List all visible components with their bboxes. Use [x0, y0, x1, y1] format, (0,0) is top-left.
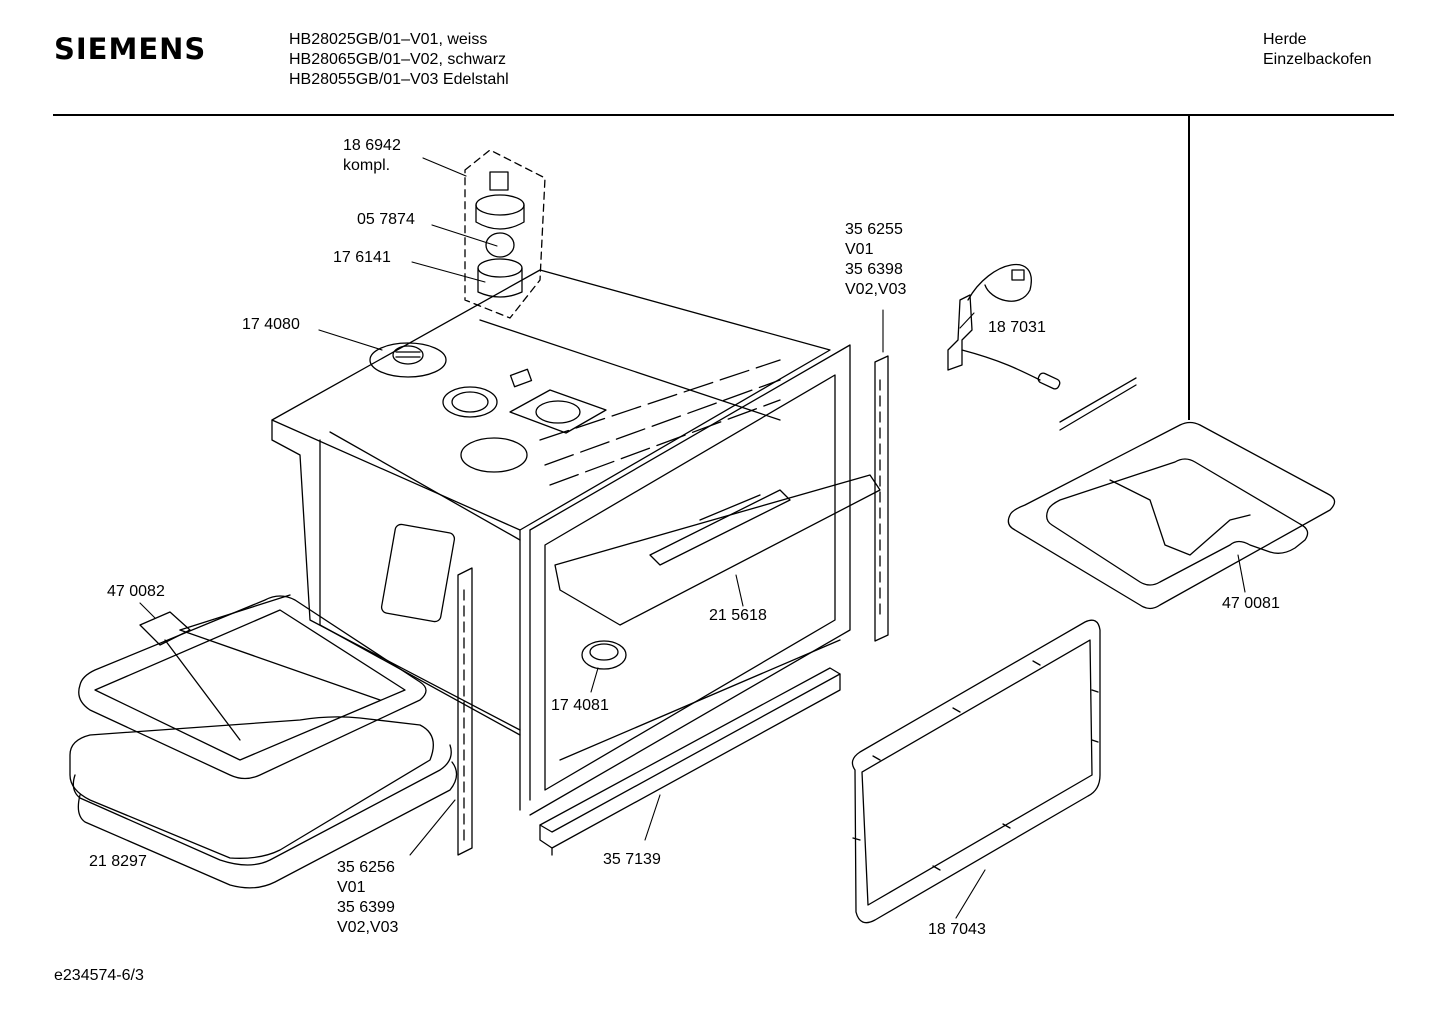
- part-label-187031: 18 7031: [988, 319, 1046, 336]
- part-label-186942: 18 6942 kompl.: [343, 136, 401, 176]
- part-label-057874: 05 7874: [357, 211, 415, 228]
- model-list: HB28025GB/01–V01, weiss HB28065GB/01–V02…: [289, 30, 509, 90]
- part-label-215618: 21 5618: [709, 607, 767, 624]
- part-label-356256: 35 6256 V01 35 6399 V02,V03: [337, 858, 398, 938]
- part-number: 35 6399: [337, 899, 395, 916]
- part-label-357139: 35 7139: [603, 851, 661, 868]
- temperature-sensor: [947, 263, 1061, 390]
- thermostat-assembly: [464, 149, 546, 319]
- category-line: Herde: [1263, 31, 1307, 48]
- model-line: HB28025GB/01–V01, weiss: [289, 31, 488, 48]
- part-label-187043: 18 7043: [928, 921, 986, 938]
- part-variant: V02,V03: [845, 281, 907, 298]
- top-heating-element: [1007, 377, 1336, 610]
- left-side-rail: [457, 567, 473, 856]
- door-seal: [851, 619, 1101, 924]
- model-line: HB28065GB/01–V02, schwarz: [289, 51, 507, 68]
- leader-lines: [139, 157, 1246, 919]
- part-number: 35 6398: [845, 261, 903, 278]
- oven-cavity: [271, 269, 881, 816]
- part-variant: V02,V03: [337, 919, 399, 936]
- appliance-category: Herde Einzelbackofen: [1263, 30, 1372, 70]
- part-number: 18 6942: [343, 137, 401, 154]
- part-number: 35 6256: [337, 859, 395, 876]
- part-label-356255: 35 6255 V01 35 6398 V02,V03: [845, 220, 906, 300]
- header-divider: [53, 114, 1394, 116]
- part-label-470082: 47 0082: [107, 583, 165, 600]
- oven-lamp: [581, 640, 627, 670]
- part-number: 35 6255: [845, 221, 903, 238]
- part-note: kompl.: [343, 157, 391, 174]
- bottom-heating-element: [78, 594, 427, 780]
- right-side-rail: [874, 355, 889, 642]
- part-label-218297: 21 8297: [89, 853, 147, 870]
- top-plate: [369, 342, 447, 378]
- category-line: Einzelbackofen: [1263, 51, 1372, 68]
- diagram-id: e234574-6/3: [54, 967, 144, 984]
- insulation-blanket: [69, 716, 458, 889]
- brand-logo: SIEMENS: [54, 32, 207, 66]
- part-variant: V01: [337, 879, 366, 896]
- section-divider: [1188, 116, 1190, 420]
- part-label-470081: 47 0081: [1222, 595, 1280, 612]
- part-label-176141: 17 6141: [333, 249, 391, 266]
- part-label-174081: 17 4081: [551, 697, 609, 714]
- part-label-174080: 17 4080: [242, 316, 300, 333]
- bottom-strip: [539, 667, 841, 856]
- model-line: HB28055GB/01–V03 Edelstahl: [289, 71, 509, 88]
- part-variant: V01: [845, 241, 874, 258]
